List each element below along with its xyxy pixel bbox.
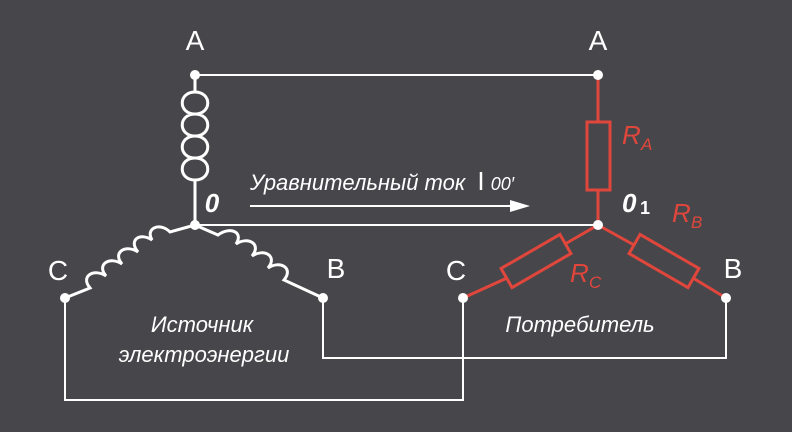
terminal-consumer-b (721, 293, 731, 303)
rc-label-main: R (570, 258, 589, 288)
source-node-a-label: A (186, 25, 205, 56)
resistor-rc (499, 232, 573, 290)
ra-label-sub: A (640, 135, 652, 154)
consumer-neutral-sub: 1 (640, 198, 650, 218)
consumer-neutral-main: 0 (622, 188, 637, 218)
coil-b (193, 223, 325, 300)
source-title-line2: электроэнергии (119, 342, 290, 367)
resistor-rb (627, 232, 701, 290)
terminal-consumer-a (593, 70, 603, 80)
consumer-star (462, 75, 727, 300)
wiring (64, 74, 727, 401)
ra-label-main: R (622, 120, 641, 150)
line-b-wire (322, 298, 727, 359)
rb-label-main: R (672, 198, 691, 228)
rc-label: R C (570, 258, 602, 292)
coil-c (63, 223, 197, 300)
ra-label: R A (622, 120, 652, 154)
current-subscript: 00′ (491, 174, 515, 194)
terminal-source-b (318, 293, 328, 303)
source-title-line1: Источник (151, 312, 255, 337)
terminal-source-c (60, 293, 70, 303)
terminal-source-a (190, 70, 200, 80)
current-arrow (250, 200, 530, 212)
current-label: Уравнительный ток I 00′ (249, 166, 515, 196)
resistor-ra (585, 120, 612, 192)
consumer-node-b-label: B (724, 253, 743, 284)
current-symbol: I (477, 166, 484, 196)
rb-label-sub: B (691, 213, 702, 232)
line-c-wire (64, 298, 464, 401)
consumer-neutral-label: 0 1 (622, 188, 650, 218)
rc-label-sub: C (589, 273, 602, 292)
source-node-b-label: B (327, 253, 346, 284)
consumer-node-a-label: A (589, 25, 608, 56)
source-neutral-label: 0 (205, 188, 220, 218)
terminal-consumer-c (458, 293, 468, 303)
coil-a (180, 90, 210, 182)
terminal-consumer-neutral (593, 220, 603, 230)
current-label-text: Уравнительный ток (249, 170, 467, 195)
terminals (60, 70, 731, 303)
consumer-title: Потребитель (505, 312, 654, 337)
rb-label: R B (672, 198, 702, 232)
consumer-node-c-label: C (446, 255, 466, 286)
terminal-source-neutral (190, 220, 200, 230)
source-coils (63, 73, 325, 300)
source-node-c-label: C (48, 255, 68, 286)
